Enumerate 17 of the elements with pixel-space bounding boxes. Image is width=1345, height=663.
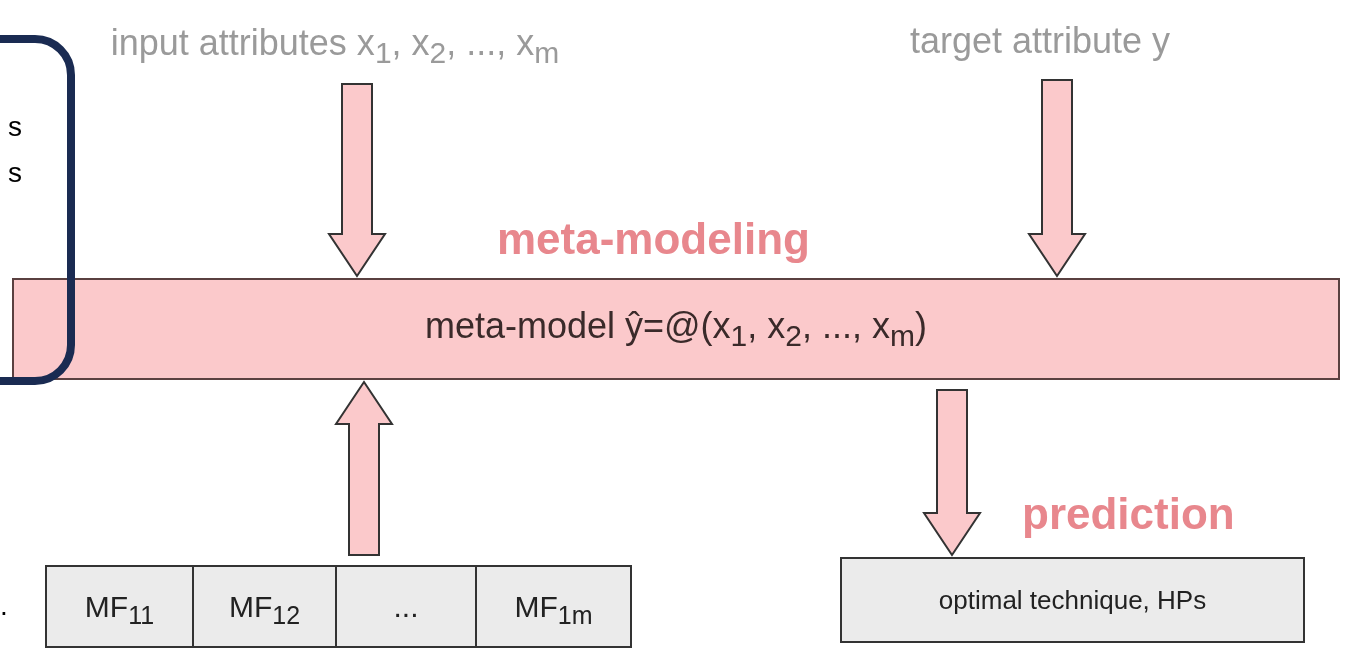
block-arrow [327, 83, 387, 278]
target-label: target attribute y [860, 12, 1220, 70]
feature-cell: MF$_{12}$ [194, 567, 337, 646]
note-text: . [0, 590, 8, 622]
feature-cell: MF$_{1m}$ [477, 567, 630, 646]
node-text: meta-model ŷ=@(x$_{1}$, x$_{2}$, ..., x$_{m}$) [424, 304, 927, 354]
feature-strip [45, 565, 632, 648]
node-text: optimal technique, HPs [938, 584, 1207, 616]
feature-cell: ... [337, 567, 477, 646]
section-heading: prediction [1022, 489, 1235, 539]
feature-cell: MF$_{11}$ [47, 567, 194, 646]
block-arrow [334, 380, 394, 556]
input-label: input attributes x$_{1}$, x$_{2}$, ..., x$_{m}$ [40, 12, 630, 74]
block-arrow [922, 389, 982, 557]
block-arrow [1027, 79, 1087, 278]
partial-text: s s [7, 110, 22, 190]
section-heading: meta-modeling [497, 214, 810, 264]
